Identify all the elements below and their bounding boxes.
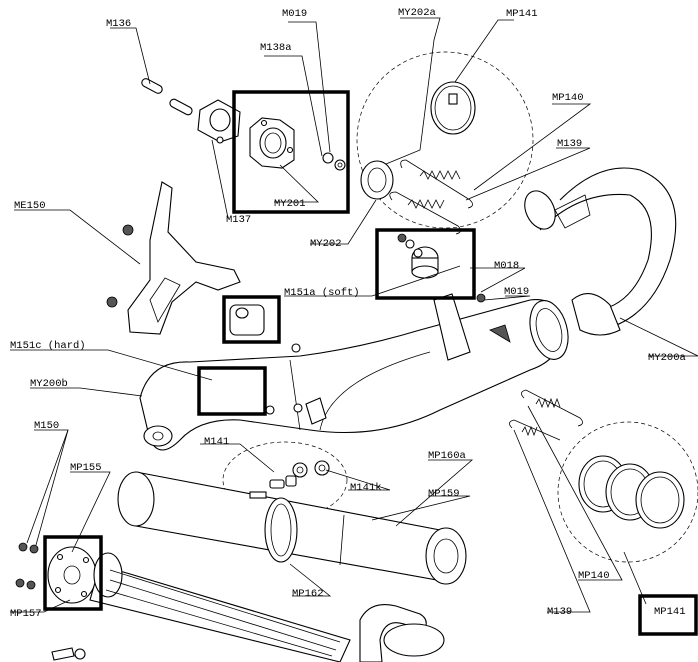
label-m019-top: M019 — [282, 8, 307, 20]
label-my202: MY202 — [310, 238, 342, 250]
label-mp162: MP162 — [292, 588, 324, 600]
label-m018: M018 — [494, 260, 519, 272]
nuts-m150 — [15, 542, 39, 590]
flange-gasket-part — [197, 99, 241, 144]
highlight-box-mp155 — [43, 535, 103, 611]
end-cap-mp155 — [47, 546, 97, 604]
springs-bottom — [509, 389, 583, 441]
clamp-mp162 — [264, 497, 298, 563]
highlight-box-mp141-label — [638, 594, 698, 636]
flange-my201-part — [249, 117, 295, 169]
label-mp157: MP157 — [10, 608, 42, 620]
rivet-part — [51, 647, 86, 661]
label-mp141-top: MP141 — [506, 8, 538, 20]
rubber-mount-m151a — [229, 304, 265, 336]
rubber-mount-m018 — [411, 246, 439, 279]
label-m136: M136 — [106, 18, 131, 30]
clamp-screw-m141 — [249, 460, 330, 499]
clamp-rings-mp141-bottom — [578, 455, 685, 529]
label-mp155: MP155 — [70, 462, 102, 474]
label-m139-top: M139 — [557, 138, 582, 150]
label-mp159: MP159 — [428, 488, 460, 500]
label-mp160a: MP160a — [428, 450, 466, 462]
detail-circle-springs-bottom — [557, 421, 698, 563]
label-m150: M150 — [34, 420, 59, 432]
detail-circle-springs-top — [356, 51, 534, 229]
label-m138a: M138a — [260, 42, 292, 54]
springs-top — [389, 159, 473, 249]
highlight-box-m151c — [197, 366, 267, 416]
muffler-elbow-my200a — [524, 167, 677, 336]
label-my200b: MY200b — [30, 378, 68, 390]
highlight-box-my201 — [232, 90, 350, 214]
part-labels: M136 M019 MY202a MP141 M138a MP140 M139 … — [10, 7, 686, 620]
label-m139-bottom: M139 — [547, 606, 572, 618]
outlet-pipe-part — [359, 604, 445, 662]
label-m019-mid: M019 — [504, 286, 529, 298]
label-my200a: MY200a — [648, 352, 686, 364]
label-me150: ME150 — [14, 200, 46, 212]
label-m137: M137 — [226, 214, 251, 226]
label-mp141-bottom: MP141 — [654, 606, 686, 618]
label-mp140-top: MP140 — [552, 92, 584, 104]
label-my202a: MY202a — [398, 7, 436, 19]
label-mp140-bottom: MP140 — [578, 570, 610, 582]
highlight-box-m018 — [375, 228, 476, 300]
label-m141: M141 — [204, 436, 229, 448]
bracket-me150-part — [106, 181, 241, 335]
label-m151c: M151c (hard) — [10, 340, 86, 352]
perforated-tube-mp157 — [89, 552, 351, 662]
leader-lines — [10, 17, 698, 613]
nut-m019-mid — [476, 293, 486, 303]
nut-m019-top — [322, 152, 346, 171]
label-my201: MY201 — [274, 198, 306, 210]
clamp-ring-mp141-top — [430, 81, 476, 135]
label-m151a: M151a (soft) — [284, 287, 360, 299]
highlight-box-m151a — [222, 295, 281, 344]
label-m141k: M141k — [350, 482, 382, 494]
ring-my202-part — [360, 160, 394, 200]
header-pipe-my200b — [139, 293, 569, 451]
pin-part — [141, 78, 193, 116]
